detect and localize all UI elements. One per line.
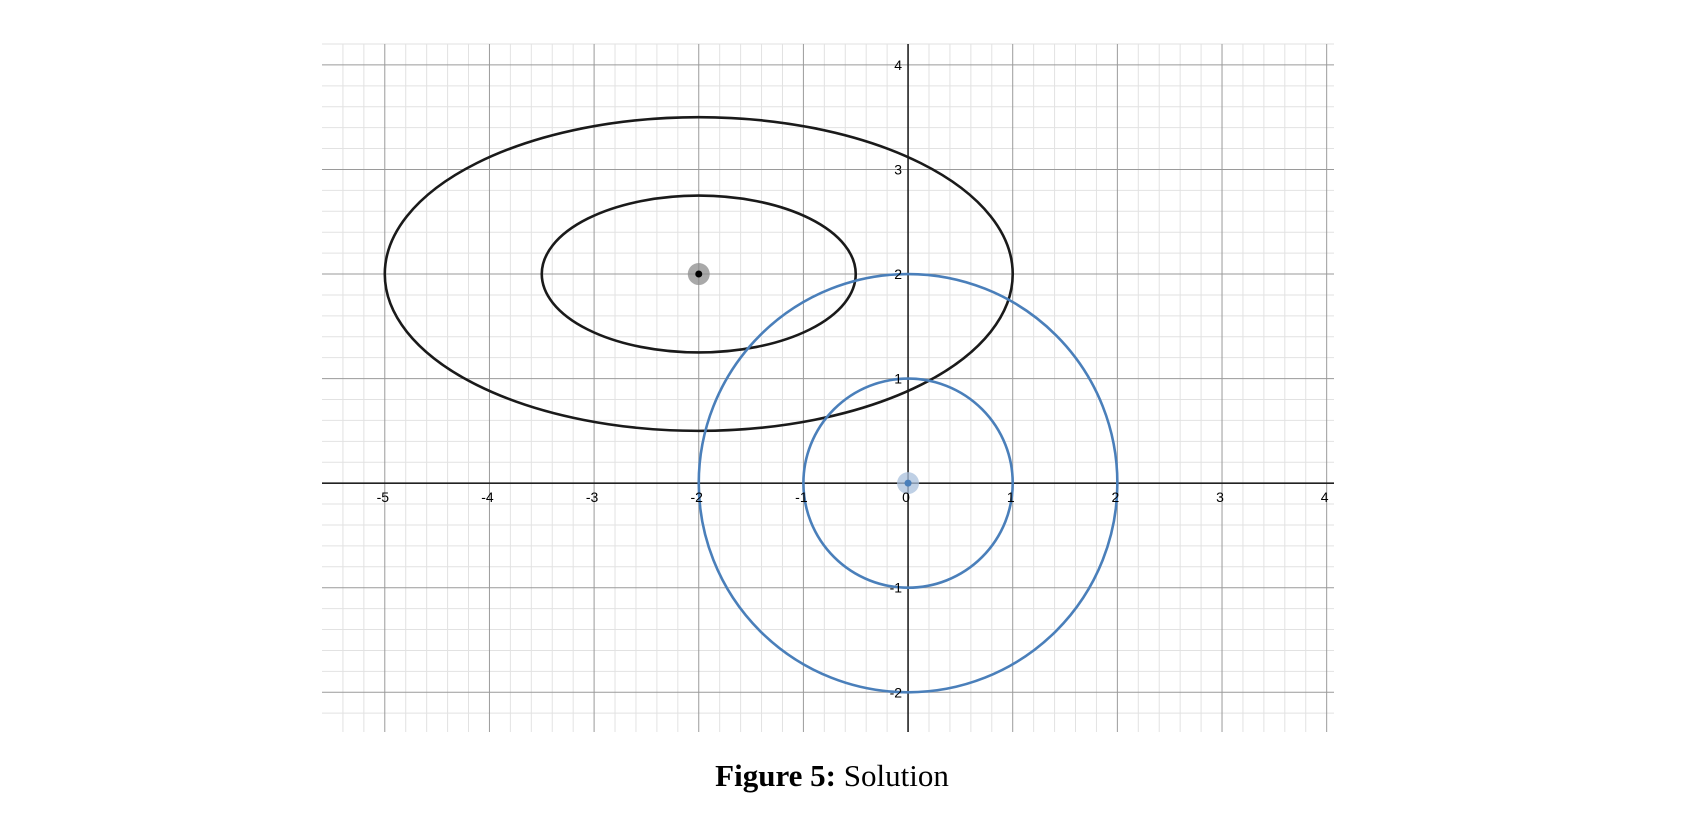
caption-label: Figure 5: bbox=[715, 758, 836, 793]
coordinate-plane: -5 -4 -3 -2 -1 0 1 2 3 4 -2 -1 1 2 3 4 bbox=[322, 43, 1334, 732]
ellipse-curve-1 bbox=[383, 115, 1015, 433]
y-tick-label: 3 bbox=[894, 161, 902, 177]
y-tick-label: 1 bbox=[894, 371, 902, 387]
figure-caption: Figure 5: Solution bbox=[0, 760, 1664, 791]
plot-area bbox=[322, 44, 1334, 732]
x-tick-label: -1 bbox=[795, 489, 808, 505]
circle-curve-1 bbox=[697, 272, 1119, 694]
ellipse-curve-2 bbox=[540, 194, 858, 354]
x-tick-label: 0 bbox=[902, 489, 910, 505]
x-tick-label: -5 bbox=[377, 489, 390, 505]
x-tick-label: 3 bbox=[1216, 489, 1224, 505]
point-1 bbox=[695, 270, 703, 278]
x-tick-label: 1 bbox=[1007, 489, 1015, 505]
x-tick-label: -3 bbox=[586, 489, 599, 505]
circle-curve-2 bbox=[802, 377, 1015, 590]
major-gridlines bbox=[322, 44, 1334, 732]
axes bbox=[322, 44, 1334, 732]
y-tick-label: 2 bbox=[894, 266, 902, 282]
y-tick-label: -1 bbox=[890, 580, 903, 596]
y-tick-label: 4 bbox=[894, 57, 902, 73]
x-tick-label: -4 bbox=[481, 489, 494, 505]
curves bbox=[383, 115, 1119, 694]
minor-gridlines bbox=[322, 43, 1334, 732]
x-tick-label: 2 bbox=[1111, 489, 1119, 505]
x-tick-label: 4 bbox=[1321, 489, 1329, 505]
x-tick-label: -2 bbox=[691, 489, 704, 505]
point-2 bbox=[904, 479, 912, 487]
tick-labels: -5 -4 -3 -2 -1 0 1 2 3 4 -2 -1 1 2 3 4 bbox=[377, 57, 1329, 700]
points bbox=[687, 263, 920, 495]
y-tick-label: -2 bbox=[890, 684, 903, 700]
caption-text: Solution bbox=[843, 758, 949, 793]
